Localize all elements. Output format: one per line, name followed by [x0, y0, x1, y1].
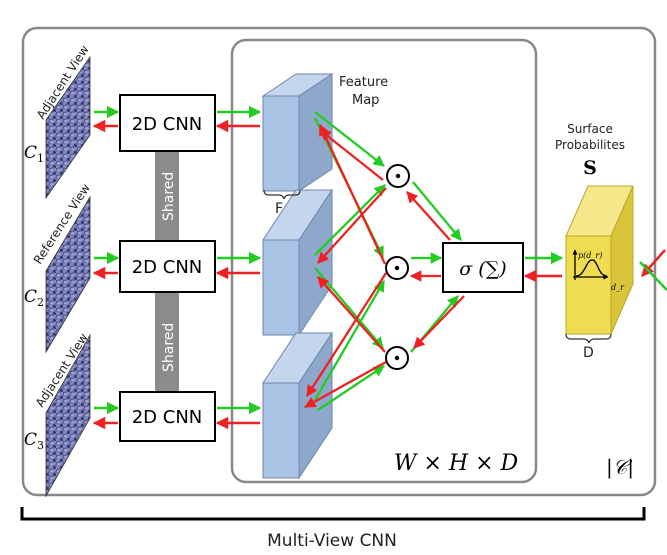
cnn-block-2: 2D CNN [119, 240, 216, 293]
dot-operator-1 [386, 164, 410, 188]
view-image-3 [45, 333, 91, 498]
dot-operator-2 [385, 256, 409, 280]
cnn-label-1: 2D CNN [132, 114, 203, 135]
feature-map-label-1: Feature [339, 75, 388, 90]
camera-label-1: C1 [24, 143, 44, 165]
shared-label-bottom: Shared [161, 323, 177, 372]
feature-block-2 [262, 188, 333, 337]
feature-map-label-2: Map [352, 93, 379, 108]
outer-frame [21, 26, 657, 497]
bottom-bracket [20, 507, 646, 521]
feature-block-1 [261, 73, 334, 192]
input-images [45, 55, 91, 498]
image-cnn-arrows [92, 105, 120, 430]
surface-label-2: Probabilites [555, 138, 625, 152]
cnn-block-1: 2D CNN [119, 94, 216, 152]
camera-label-3: C3 [24, 430, 44, 452]
feature-block-3 [262, 331, 333, 480]
cnn-label-3: 2D CNN [132, 407, 203, 428]
surface-symbol: S [583, 157, 597, 179]
surface-dim-label: D [583, 345, 594, 361]
shared-bar-bottom [155, 292, 179, 392]
sigma-sum-block: σ (∑) [442, 242, 524, 293]
sigma-sum-label: σ (∑) [459, 258, 506, 280]
dot-operator-3 [385, 346, 409, 370]
plot-y-label: p(d_r) [578, 251, 602, 260]
volume-frame [230, 38, 538, 484]
cnn-label-2: 2D CNN [132, 257, 203, 278]
feature-dim-brace [263, 189, 301, 200]
shared-bar-top [155, 151, 179, 241]
volume-dims-label: W × H × D [394, 451, 519, 476]
surface-output-arrows [639, 249, 667, 291]
surface-dim-brace [565, 333, 612, 344]
cnn-feature-arrows [215, 105, 262, 430]
sigma-surface-arrows [523, 251, 564, 283]
view-image-1 [45, 55, 91, 200]
plot-x-label: d_r [611, 283, 625, 292]
dot-sigma-arrows [406, 181, 465, 353]
feature-dot-forward-arrows [313, 111, 386, 411]
feature-dot-backward-arrows [303, 123, 387, 409]
camera-label-2: C2 [24, 287, 44, 309]
cnn-block-3: 2D CNN [119, 391, 216, 442]
cardinality-label: |𝒞| [606, 455, 634, 480]
probability-plot: p(d_r) d_r [572, 249, 625, 292]
bottom-label: Multi-View CNN [267, 531, 397, 551]
surface-label-1: Surface [567, 122, 613, 136]
feature-dim-label: F [275, 201, 283, 217]
shared-label-top: Shared [161, 172, 177, 221]
view-image-2 [45, 195, 91, 354]
surface-block [565, 185, 634, 335]
